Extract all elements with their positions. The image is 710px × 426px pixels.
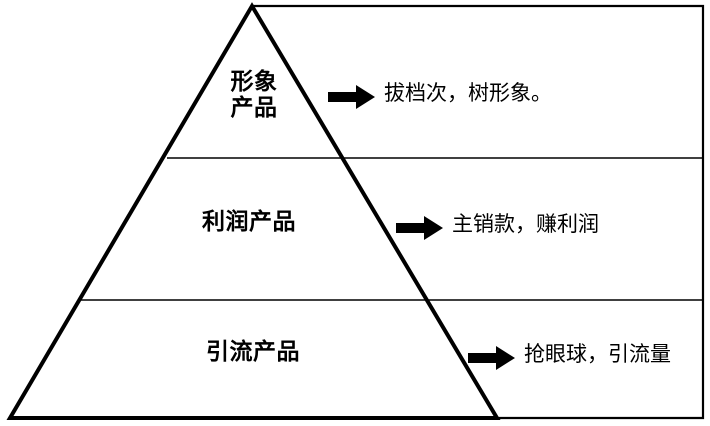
tier-description-traffic-product: 抢眼球，引流量 (524, 342, 671, 366)
tier-label-traffic-product: 引流产品 (206, 339, 300, 365)
tier-label-profit-product: 利润产品 (202, 209, 296, 235)
right-arrow-icon (396, 216, 443, 240)
tier-description-profit-product: 主销款，赚利润 (452, 212, 599, 236)
right-arrow-icon (328, 85, 375, 109)
tier-description-image-product: 拔档次，树形象。 (384, 81, 552, 105)
panel-border (252, 4, 705, 420)
tier-label-image-product: 形象 产品 (230, 69, 278, 121)
right-arrow-icon (468, 346, 515, 370)
pyramid-triangle (6, 2, 501, 420)
